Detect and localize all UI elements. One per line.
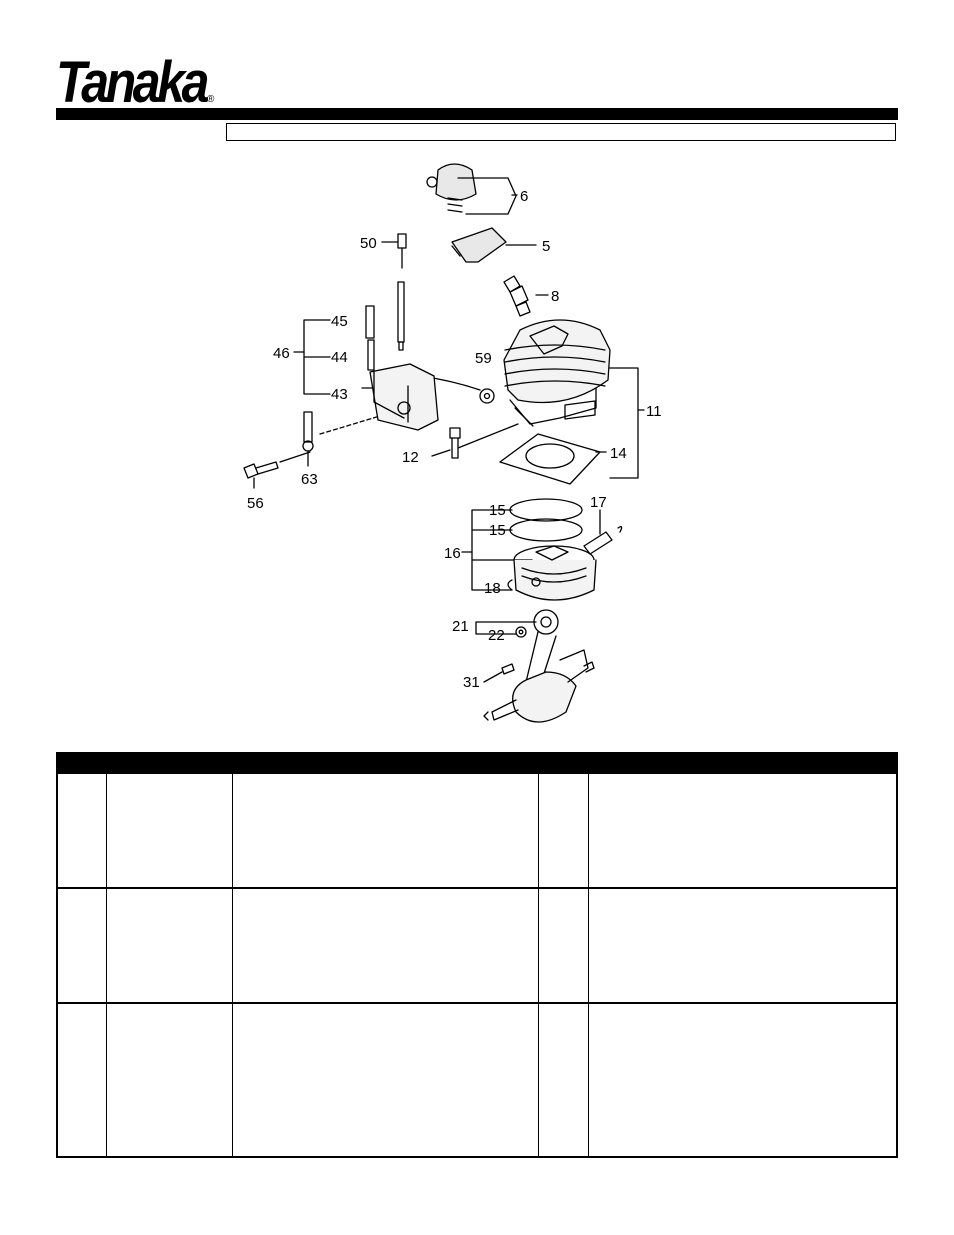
callout-21: 21: [452, 618, 469, 635]
callout-22: 22: [488, 627, 505, 644]
exploded-parts-diagram: 6 5 50 8 45 46 44 59 43 11 12 14 56 63 1…: [243, 163, 662, 723]
row-divider-1: [58, 887, 896, 889]
callout-15-upper: 15: [489, 502, 506, 519]
callout-8: 8: [551, 288, 559, 305]
parts-list-table: [56, 752, 898, 1158]
callout-11: 11: [646, 403, 662, 420]
callout-59: 59: [475, 350, 492, 367]
column-divider-4: [588, 774, 589, 1156]
column-divider-3: [538, 774, 539, 1156]
callout-45: 45: [331, 313, 348, 330]
callout-12: 12: [402, 449, 419, 466]
logo-text: Tanaka: [56, 50, 208, 112]
callout-15-lower: 15: [489, 522, 506, 539]
callout-56: 56: [247, 495, 264, 512]
callout-6: 6: [520, 188, 528, 205]
tanaka-logo: Tanaka ®: [56, 50, 215, 112]
column-divider-1: [106, 774, 107, 1156]
callout-18: 18: [484, 580, 501, 597]
table-header-bar: [58, 754, 896, 774]
header-rule: [56, 108, 898, 120]
callout-5: 5: [542, 238, 550, 255]
callout-50: 50: [360, 235, 377, 252]
callout-17: 17: [590, 494, 607, 511]
callout-43: 43: [331, 386, 348, 403]
callout-14: 14: [610, 445, 627, 462]
title-box: [226, 123, 896, 141]
callout-46: 46: [273, 345, 290, 362]
callout-31: 31: [463, 674, 480, 691]
callout-16: 16: [444, 545, 461, 562]
registered-mark: ®: [207, 94, 215, 105]
row-divider-2: [58, 1002, 896, 1004]
callout-63: 63: [301, 471, 318, 488]
callout-44: 44: [331, 349, 348, 366]
column-divider-2: [232, 774, 233, 1156]
